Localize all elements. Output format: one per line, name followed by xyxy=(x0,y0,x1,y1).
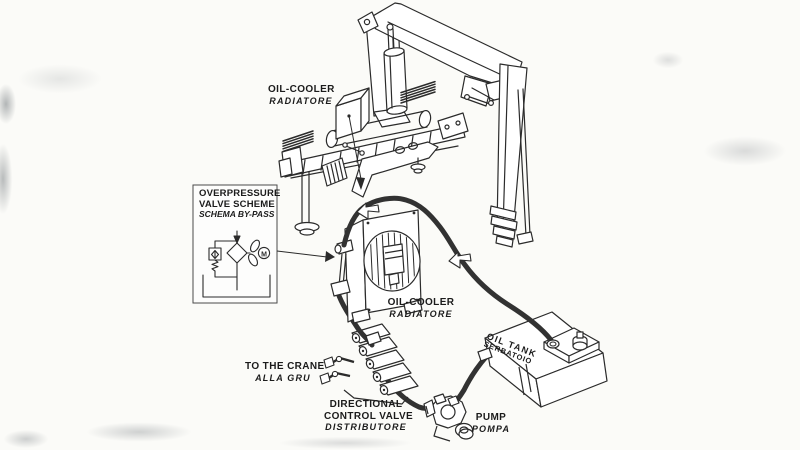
label-it: DISTRIBUTORE xyxy=(325,422,407,433)
oil-cooler-illustration xyxy=(330,209,423,324)
bypass-schematic: M xyxy=(202,230,271,298)
tank-strap xyxy=(525,363,532,393)
crane-cooler-box xyxy=(335,87,370,140)
label-en: CONTROL VALVE xyxy=(324,410,414,422)
label-to-the-crane: TO THE CRANE ALLA GRU xyxy=(245,361,325,383)
label-en: PUMP xyxy=(475,412,507,423)
label-control-valve: DIRECTIONAL CONTROL VALVE DISTRIBUTORE xyxy=(324,399,414,433)
tank-symbol xyxy=(202,274,271,298)
label-bypass-box-title: OVERPRESSURE VALVE SCHEME SCHEMA BY-PASS xyxy=(199,188,281,220)
label-en: OVERPRESSURE xyxy=(199,188,281,199)
fan-symbol xyxy=(249,239,261,253)
valve-mount-bracket xyxy=(343,389,409,405)
oil-tank-illustration xyxy=(484,311,608,408)
cooler-foot xyxy=(351,308,371,324)
crane-connection-stubs xyxy=(319,355,355,385)
tank-inlet-flange xyxy=(546,339,560,349)
pump-flange xyxy=(423,399,436,418)
flow-down-arrow-icon xyxy=(233,235,241,244)
valve-top-fitting xyxy=(365,331,382,346)
flow-arrow-icon xyxy=(356,202,380,220)
label-it: POMPA xyxy=(471,423,511,434)
control-valve-illustration xyxy=(343,323,419,405)
pump-inlet-port xyxy=(433,393,447,405)
label-it: SCHEMA BY-PASS xyxy=(199,209,275,220)
label-oil-cooler-detail: OIL-COOLER RADIATORE xyxy=(386,297,456,319)
label-it: RADIATORE xyxy=(389,308,453,319)
bypass-valve-box: M xyxy=(192,184,335,304)
label-en: VALVE SCHEME xyxy=(199,199,275,211)
detail-callout xyxy=(347,114,365,190)
down-arrow-icon xyxy=(356,177,365,190)
label-en: OIL-COOLER xyxy=(268,84,335,95)
motor-letter: M xyxy=(261,252,267,259)
label-en: DIRECTIONAL xyxy=(329,399,403,410)
label-oil-cooler-top: OIL-COOLER RADIATORE xyxy=(268,84,334,106)
cooler-outlet-elbow xyxy=(330,279,351,297)
pump-suction-port xyxy=(447,395,460,407)
spring-symbol xyxy=(211,259,219,272)
label-it: ALLA GRU xyxy=(255,372,311,383)
fan-motor-hub xyxy=(382,243,405,276)
cooler-foot xyxy=(403,299,423,315)
label-pump: PUMP POMPA xyxy=(468,412,514,434)
tank-strap xyxy=(518,366,525,396)
crane-illustration xyxy=(278,2,534,248)
bypass-box-frame xyxy=(192,184,278,304)
motor-symbol xyxy=(257,246,271,260)
pump-foot xyxy=(433,425,451,442)
label-en: OIL-COOLER xyxy=(387,297,455,308)
hose-bundle xyxy=(282,80,436,153)
label-it: RADIATORE xyxy=(269,95,333,106)
label-en: TO THE CRANE xyxy=(245,361,325,372)
pump-illustration xyxy=(423,393,474,442)
right-arrow-icon xyxy=(325,251,335,262)
tank-outlet-fitting xyxy=(477,347,493,362)
flow-arrow-icon xyxy=(448,251,472,269)
